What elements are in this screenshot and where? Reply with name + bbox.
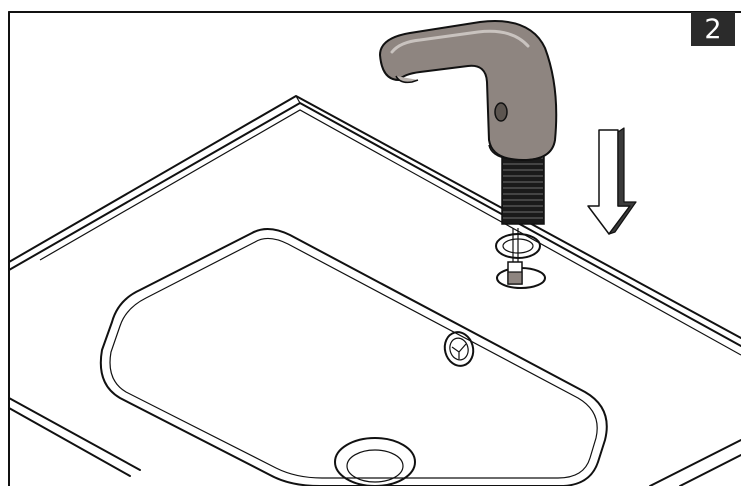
down-arrow-icon bbox=[587, 127, 637, 235]
step-badge-background bbox=[691, 12, 735, 46]
tap-hole bbox=[495, 228, 546, 289]
faucet-body bbox=[378, 20, 558, 162]
washbasin-slab bbox=[8, 95, 741, 486]
basin-bowl bbox=[99, 228, 608, 486]
step-number: 2 bbox=[704, 13, 722, 45]
sensor-window bbox=[494, 102, 508, 122]
step-number-badge: 2 bbox=[691, 12, 735, 46]
